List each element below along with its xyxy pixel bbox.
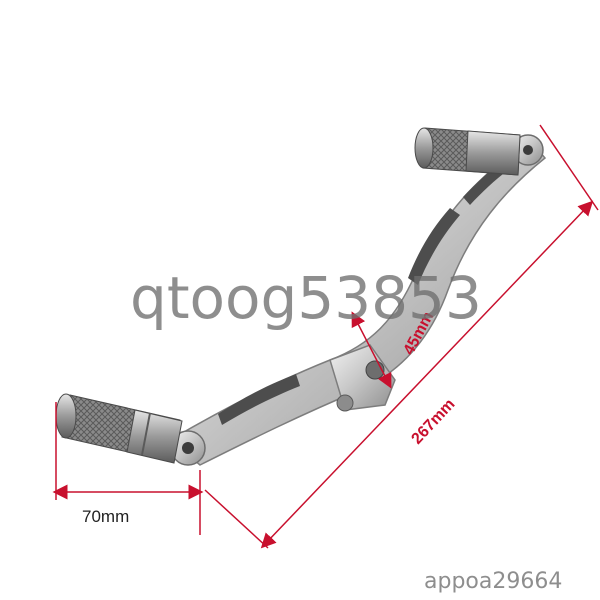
dimension-267mm-label: 267mm [408,396,458,448]
dimension-70mm: 70mm [52,402,204,535]
watermark-corner: appoa29664 [424,569,562,594]
rear-peg [55,393,183,464]
watermark-center: qtoog53853 [130,264,482,332]
front-peg [414,127,521,176]
dimension-70mm-label: 70mm [82,507,129,526]
